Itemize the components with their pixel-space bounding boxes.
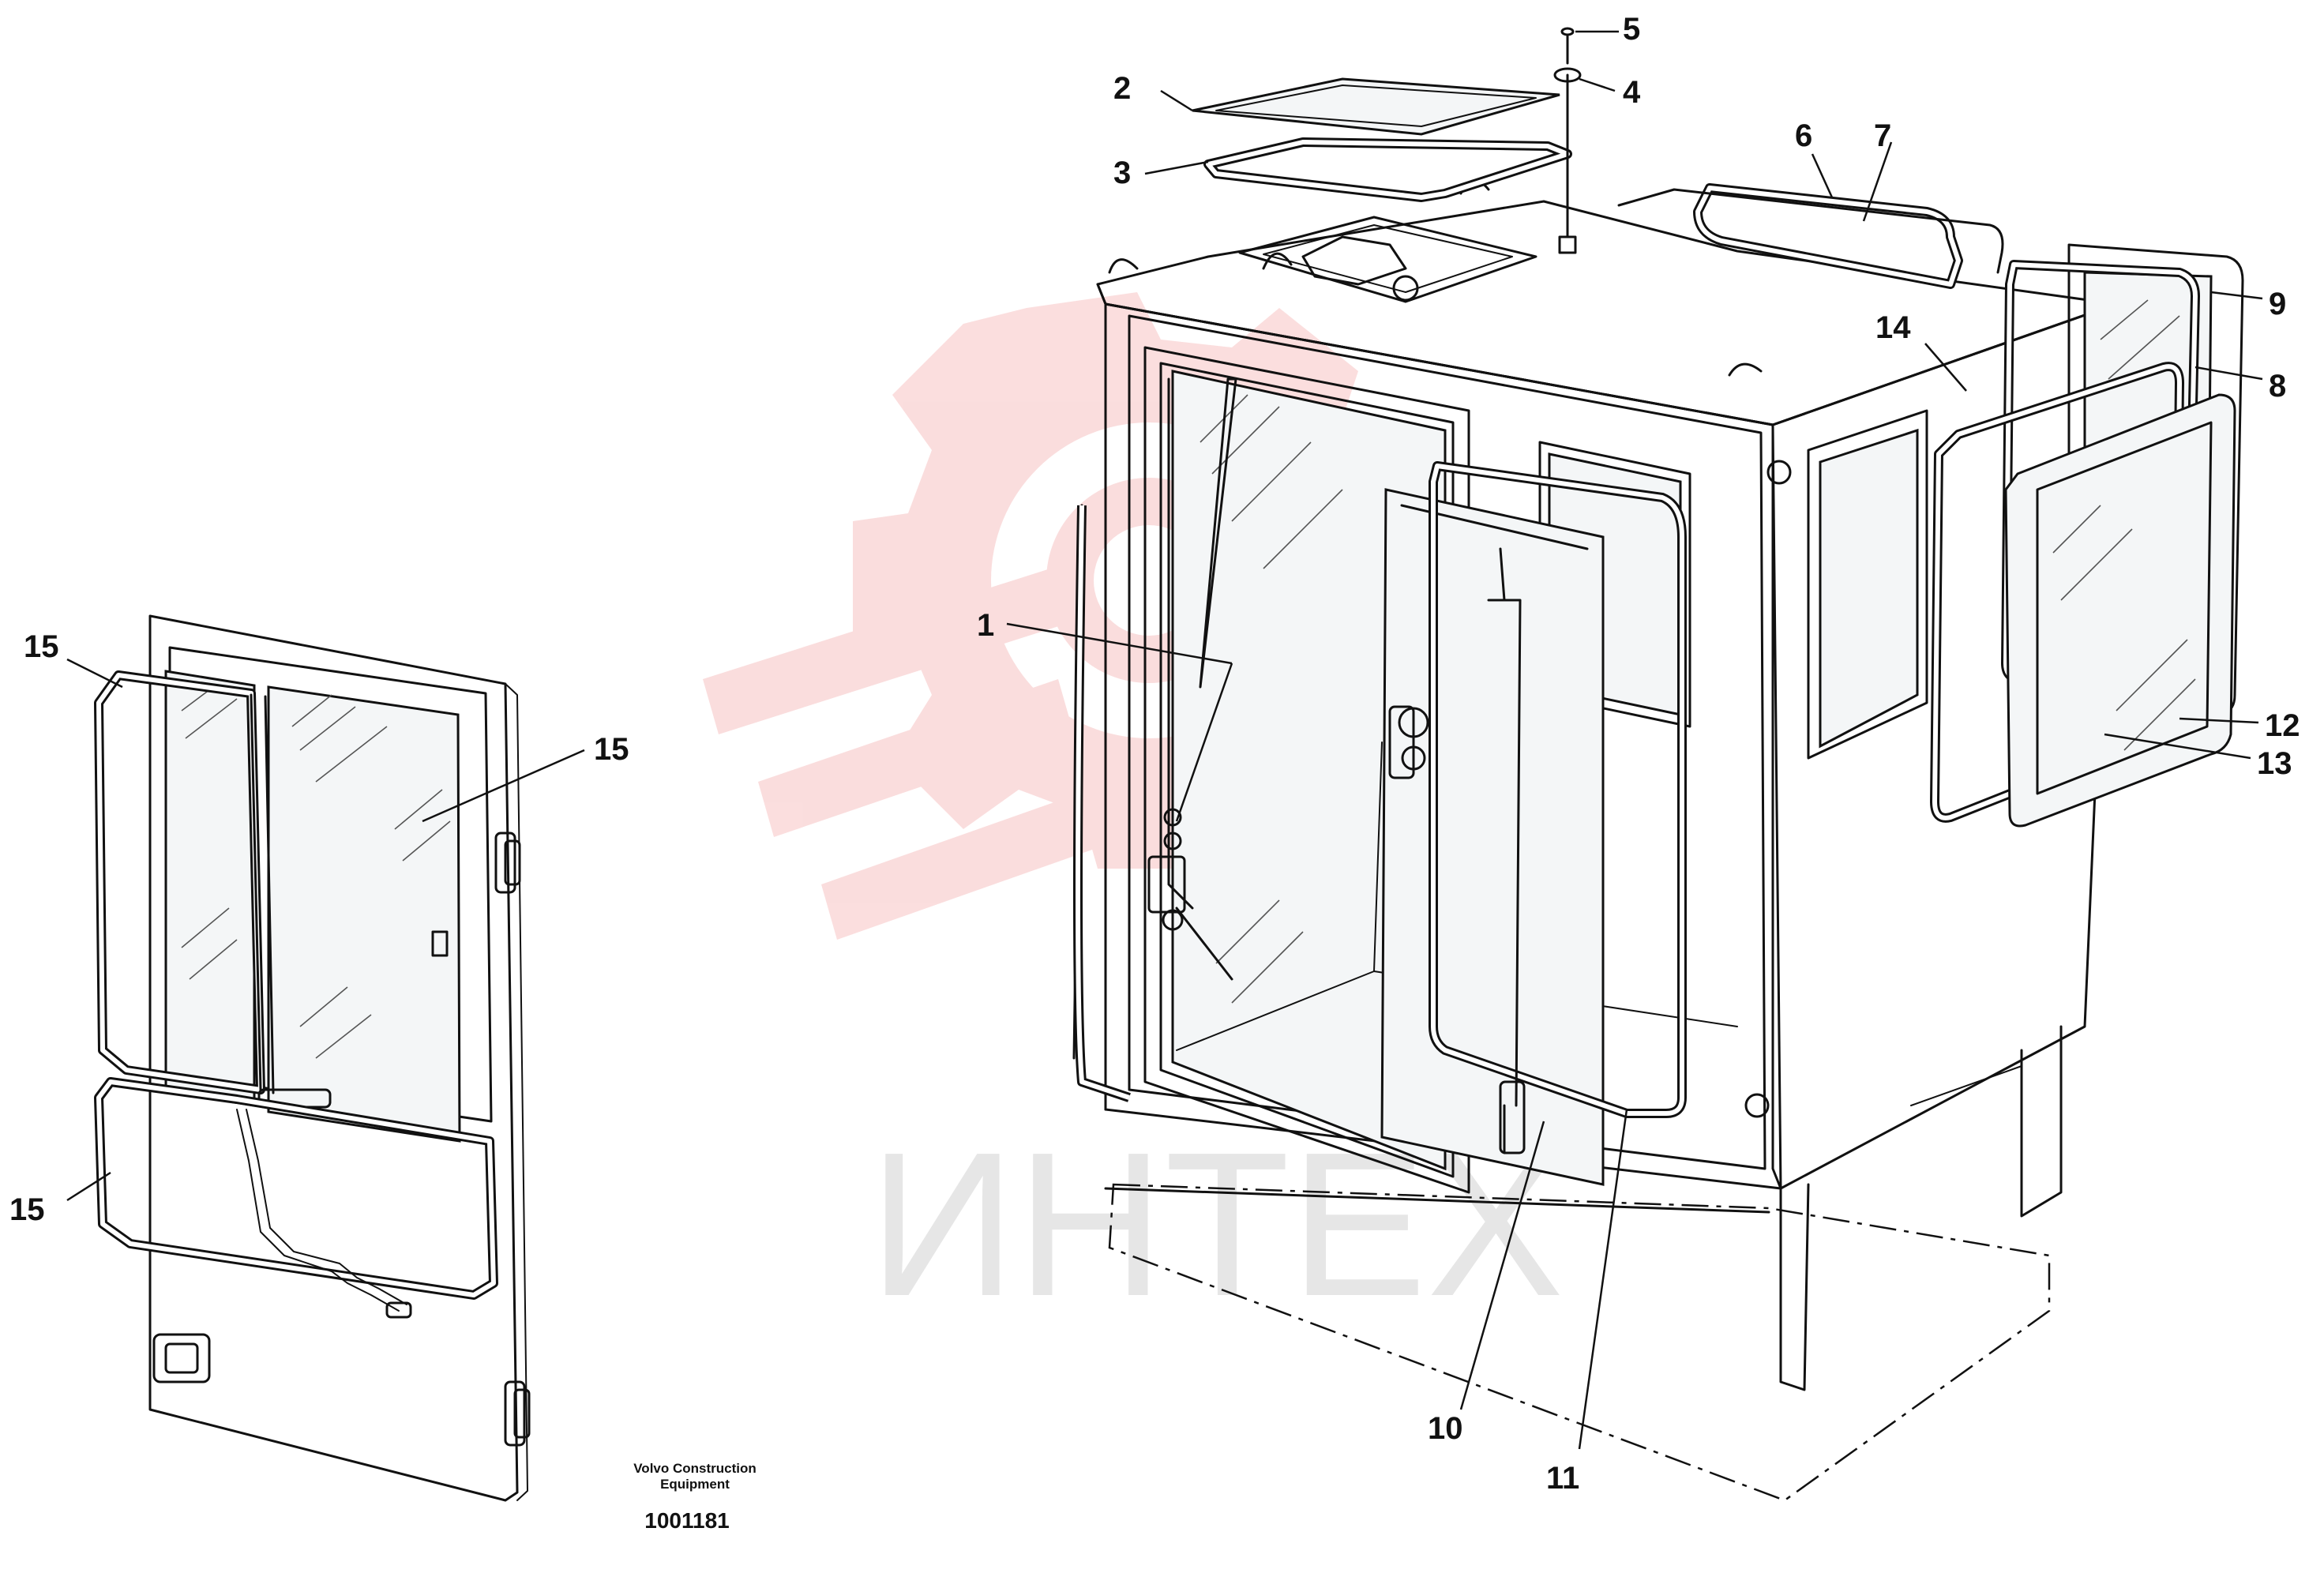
- drawing-footer: Volvo Construction Equipment 1001181: [633, 1461, 757, 1533]
- label-13: 13: [2257, 746, 2292, 781]
- side-glass-13: [2004, 393, 2236, 828]
- cab-assembly: [1072, 27, 2244, 1502]
- windscreen-glass: [1171, 370, 1447, 1171]
- label-9: 9: [2269, 287, 2286, 321]
- company-name-line2: Equipment: [660, 1477, 730, 1492]
- label-15-top: 15: [24, 629, 59, 664]
- drawing-number: 1001181: [644, 1508, 729, 1533]
- door-handle: [152, 1333, 211, 1383]
- company-name-line1: Volvo Construction: [633, 1461, 757, 1476]
- upper-hinge: [494, 832, 516, 894]
- label-15-bottom: 15: [9, 1192, 45, 1227]
- door-sliding-glass: [267, 685, 461, 1143]
- washer: [1553, 67, 1582, 83]
- label-10: 10: [1428, 1411, 1463, 1446]
- roof-hatch-opening: [1238, 216, 1537, 303]
- base-outline: [1108, 1183, 2051, 1502]
- label-5: 5: [1623, 12, 1640, 47]
- label-8: 8: [2269, 369, 2286, 404]
- label-6: 6: [1795, 118, 1812, 153]
- leader-lines: [66, 30, 2263, 1450]
- lower-hinge: [504, 1380, 526, 1447]
- label-1: 1: [977, 608, 994, 643]
- sliding-door-glass: [1380, 488, 1605, 1186]
- label-2: 2: [1113, 71, 1131, 106]
- label-3: 3: [1113, 156, 1131, 190]
- door-latch: [431, 930, 449, 957]
- part-number-labels: 1 2 3 4 5 6 7 8 9 10 11 12 13 14 15 15 1…: [9, 12, 2300, 1496]
- door-assembly: [94, 614, 531, 1502]
- label-15-right: 15: [594, 732, 629, 767]
- label-12: 12: [2265, 708, 2300, 743]
- label-4: 4: [1623, 75, 1641, 110]
- side-wall-glass: [1819, 428, 1919, 749]
- label-11: 11: [1546, 1461, 1579, 1496]
- label-14: 14: [1875, 310, 1911, 345]
- label-7: 7: [1874, 118, 1891, 153]
- door-left-glass: [164, 670, 256, 1107]
